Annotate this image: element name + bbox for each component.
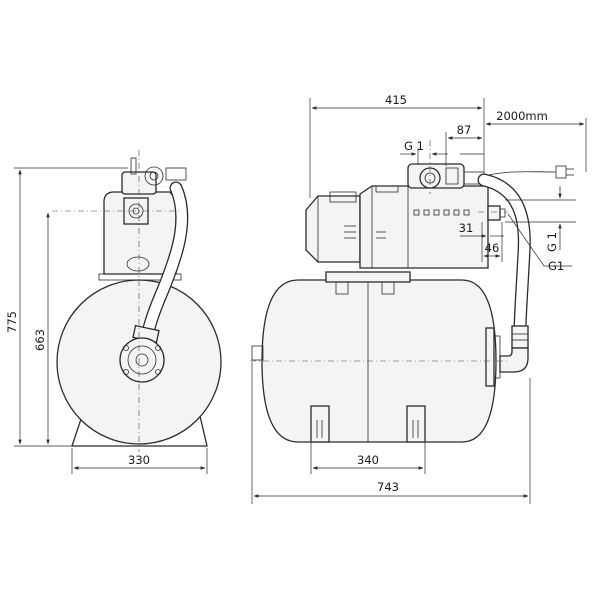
side-hose-coupling bbox=[511, 325, 529, 349]
dim-775-label: 775 bbox=[5, 311, 19, 333]
dim-340-label: 340 bbox=[357, 453, 379, 467]
dim-g1-outlet-label: G1 bbox=[548, 259, 564, 273]
front-flange bbox=[119, 337, 165, 383]
dim-2000mm-label: 2000mm bbox=[496, 109, 548, 123]
front-view bbox=[52, 150, 222, 452]
side-foot-left bbox=[310, 405, 330, 443]
side-pump-body bbox=[359, 185, 489, 269]
side-foot-right bbox=[406, 405, 426, 443]
side-pump-base bbox=[325, 271, 411, 283]
side-tank-flange bbox=[485, 327, 495, 387]
side-elbow bbox=[499, 347, 529, 373]
dim-87-label: 87 bbox=[457, 123, 472, 137]
side-tank bbox=[261, 279, 497, 443]
side-view bbox=[250, 140, 574, 443]
side-motor bbox=[305, 195, 361, 263]
dim-663-label: 663 bbox=[33, 329, 47, 351]
dim-g1-side-label: G 1 bbox=[545, 232, 559, 252]
side-dimensions: 415 2000mm 87 G 1 G 1 31 46 G1 bbox=[251, 93, 587, 504]
dim-46-label: 46 bbox=[485, 241, 500, 255]
dim-330-label: 330 bbox=[128, 453, 150, 467]
dim-g1-top-label: G 1 bbox=[404, 139, 424, 153]
dim-31-label: 31 bbox=[459, 221, 474, 235]
dim-415-label: 415 bbox=[385, 93, 407, 107]
side-outlet-fitting bbox=[487, 205, 501, 221]
front-dimensions: 775 663 330 bbox=[5, 167, 208, 474]
side-power-cable bbox=[483, 171, 557, 177]
dim-743-label: 743 bbox=[377, 480, 399, 494]
